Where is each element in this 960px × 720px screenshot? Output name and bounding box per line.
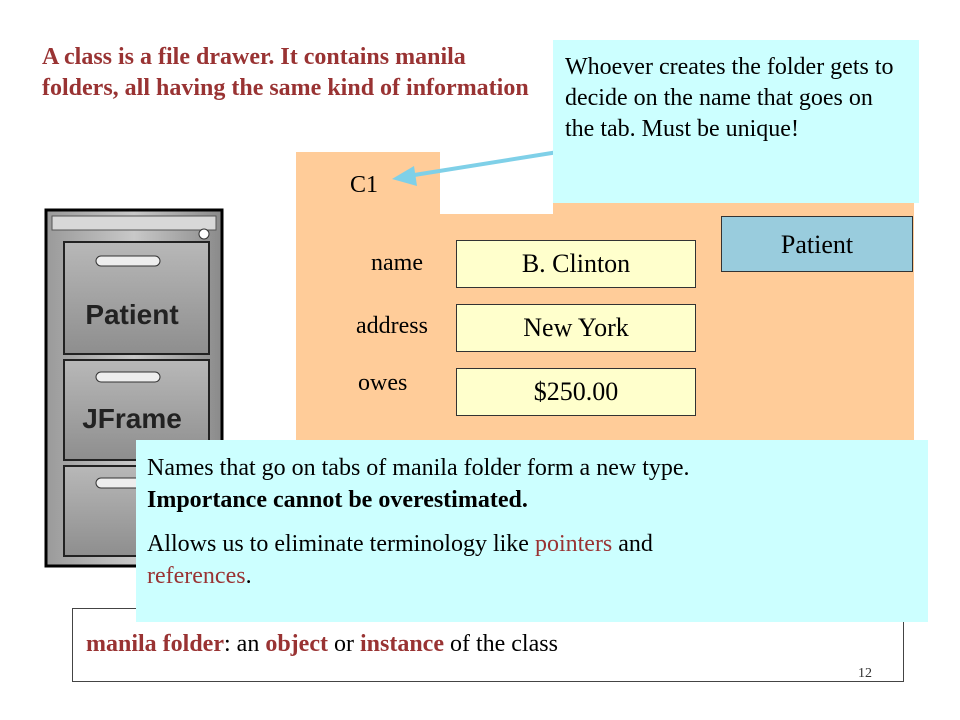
term-references: references [147,563,246,589]
drawer-label-patient: Patient [85,299,178,330]
callout-period: . [245,563,252,589]
callout-arrow [392,150,559,186]
field-value-owes: $250.00 [456,368,696,416]
field-label-address: address [356,313,428,339]
class-name-box: Patient [721,216,913,272]
callout-importance: Importance cannot be overestimated. [147,487,528,513]
callout-type-sentence: Names that go on tabs of manila folder f… [147,455,690,481]
definition-text: manila folder: an object or instance of … [86,631,558,658]
definition-colon: : an [224,631,266,657]
field-label-owes: owes [358,370,408,396]
slide-title: A class is a file drawer. It contains ma… [42,44,529,101]
term-object: object [265,631,328,657]
drawer-label-jframe: JFrame [82,403,182,434]
definition-or: or [327,631,360,657]
callout-terminology-text: Allows us to eliminate terminology like [147,531,535,557]
term-pointers: pointers [534,531,613,557]
term-instance: instance [359,631,444,657]
field-value-name: B. Clinton [456,240,696,288]
tab-name-callout: Whoever creates the folder gets to decid… [553,40,919,203]
field-value-address: New York [456,304,696,352]
callout-line-2: Allows us to eliminate terminology like … [147,528,918,592]
callout-and: and [612,531,653,557]
field-label-name: name [371,250,423,276]
callout-line-1: Names that go on tabs of manila folder f… [147,452,918,516]
folder-tab-label: C1 [350,172,379,198]
new-type-callout: Names that go on tabs of manila folder f… [136,440,928,622]
slide-number: 12 [858,666,872,681]
term-manila-folder: manila folder [86,631,224,657]
definition-rest: of the class [443,631,558,657]
